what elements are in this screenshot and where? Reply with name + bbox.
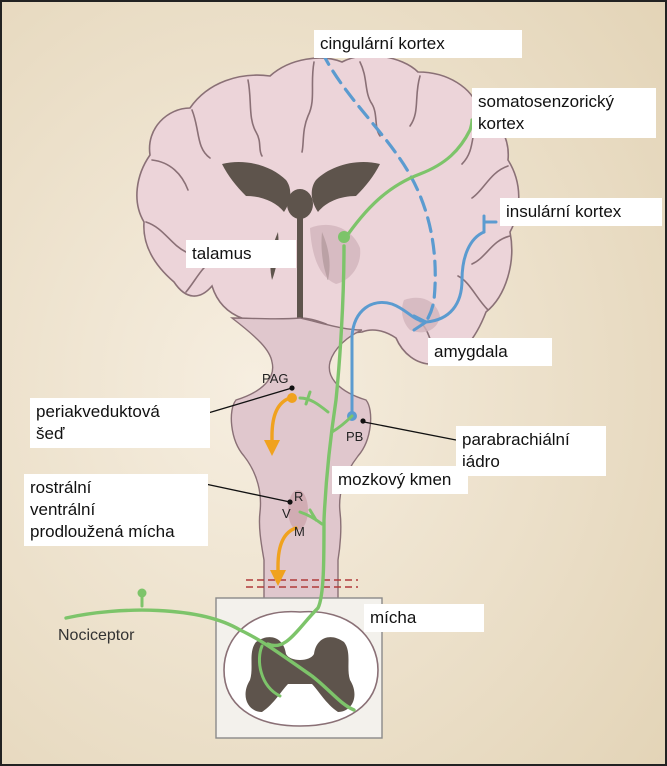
label-insular-text: insulární kortex bbox=[506, 202, 622, 221]
descending-modulation bbox=[270, 396, 298, 576]
label-somatosensory-line2: kortex bbox=[478, 114, 525, 133]
label-spinal-cord-text: mícha bbox=[370, 608, 417, 627]
brain-section bbox=[136, 54, 520, 365]
rvm-nucleus-shade bbox=[288, 490, 308, 530]
label-somatosensory-line1: somatosenzorický bbox=[478, 92, 615, 111]
label-rvm-line2: ventrální bbox=[30, 500, 96, 519]
label-cingulate-text: cingulární kortex bbox=[320, 34, 445, 53]
cut-lines bbox=[246, 579, 358, 588]
pb-marker: PB bbox=[346, 429, 363, 444]
rvm-arrow-head bbox=[270, 570, 286, 586]
label-amygdala-text: amygdala bbox=[434, 342, 508, 361]
label-rvm-line1: rostrální bbox=[30, 478, 92, 497]
spinal-grey-matter bbox=[245, 637, 355, 712]
label-parabrachial-line1: parabrachiální bbox=[462, 430, 570, 449]
label-brainstem-text: mozkový kmen bbox=[338, 470, 452, 489]
label-cingulate-cortex: cingulární kortex bbox=[314, 30, 522, 58]
label-pag-line1: periakveduktová bbox=[36, 402, 160, 421]
pag-leader-dot bbox=[289, 385, 295, 391]
rvm-leader-dot bbox=[287, 499, 293, 505]
nociceptor-label: Nociceptor bbox=[58, 627, 135, 644]
pag-neuron bbox=[287, 393, 297, 403]
label-spinal-cord: mícha bbox=[364, 604, 484, 632]
label-somatosensory-cortex: somatosenzorický kortex bbox=[472, 88, 656, 138]
amygdala-region bbox=[402, 297, 440, 333]
label-periaqueductal-gray: periakveduktová šeď bbox=[30, 398, 210, 448]
label-rvm-line3: prodloužená mícha bbox=[30, 522, 175, 541]
affective-pathway bbox=[320, 50, 498, 421]
leader-lines bbox=[195, 387, 457, 503]
label-rvm: rostrální ventrální prodloužená mícha bbox=[24, 474, 208, 546]
pb-leader-dot bbox=[360, 418, 366, 424]
label-amygdala: amygdala bbox=[428, 338, 552, 366]
pag-arrow-head bbox=[264, 440, 280, 456]
label-parabrachial-line2: jádro bbox=[462, 452, 500, 471]
label-parabrachial-nucleus: parabrachiální jádro bbox=[456, 426, 606, 476]
rvm-marker-v: V bbox=[282, 506, 291, 521]
rvm-marker-m: M bbox=[294, 524, 305, 539]
label-thalamus: talamus bbox=[186, 240, 296, 268]
pag-marker: PAG bbox=[262, 371, 289, 386]
rvm-marker-r: R bbox=[294, 489, 303, 504]
label-thalamus-text: talamus bbox=[192, 244, 252, 263]
label-insular-cortex: insulární kortex bbox=[500, 198, 662, 226]
brain-sulci bbox=[145, 61, 511, 361]
label-brainstem: mozkový kmen bbox=[332, 466, 468, 494]
label-pag-line2: šeď bbox=[36, 424, 65, 443]
